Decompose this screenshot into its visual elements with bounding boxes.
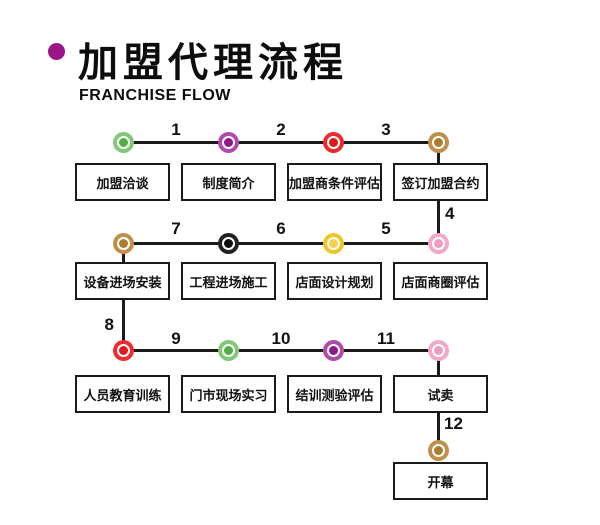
node-core [328,137,338,147]
flow-node-red-icon [322,131,344,153]
flow-box-3-4: 试卖 [393,375,488,413]
node-gap [326,236,340,250]
flow-box-final: 开幕 [393,462,488,500]
node-gap [326,343,340,357]
node-core [328,238,338,248]
node-gap [221,135,235,149]
node-gap [431,236,445,250]
node-core [433,345,443,355]
node-gap [431,135,445,149]
flow-node-yellow-icon [322,232,344,254]
flow-line-row-2 [123,241,438,245]
step-number-7: 7 [171,219,181,238]
node-core [433,238,443,248]
node-core [223,345,233,355]
node-core [433,445,443,455]
node-core [223,238,233,248]
step-number-10: 10 [271,329,291,348]
node-gap [116,343,130,357]
flow-box-2-4: 店面商圈评估 [393,262,488,300]
node-gap [116,236,130,250]
page-title: 加盟代理流程 [78,41,348,85]
step-number-3: 3 [381,120,391,139]
flow-node-purple-icon [322,339,344,361]
flow-box-2-3: 店面设计规划 [287,262,382,300]
flow-node-purple-icon [217,131,239,153]
step-number-6: 6 [276,219,286,238]
step-number-4: 4 [445,204,455,223]
node-gap [116,135,130,149]
node-core [118,345,128,355]
step-number-12: 12 [444,414,463,433]
flow-node-green-icon [217,339,239,361]
flow-line-row-1 [123,140,438,144]
node-gap [221,343,235,357]
flow-box-1-3: 加盟商条件评估 [287,163,382,201]
node-core [118,137,128,147]
step-number-5: 5 [381,219,391,238]
step-number-1: 1 [171,120,181,139]
flow-box-3-1: 人员教育训练 [75,375,170,413]
node-gap [326,135,340,149]
step-number-8: 8 [104,315,114,334]
flow-box-1-4: 签订加盟合约 [393,163,488,201]
flow-node-pink-icon [427,232,449,254]
flow-node-brown-icon [427,439,449,461]
step-number-9: 9 [171,329,181,348]
flow-box-3-3: 结训测验评估 [287,375,382,413]
page-subtitle: FRANCHISE FLOW [79,87,231,104]
flow-node-black-icon [217,232,239,254]
flow-box-2-2: 工程进场施工 [181,262,276,300]
flow-box-1-1: 加盟洽谈 [75,163,170,201]
flow-line-row-3 [123,348,438,352]
flow-node-brown-icon [112,232,134,254]
flow-node-red-icon [112,339,134,361]
node-core [118,238,128,248]
flow-box-3-2: 门市现场实习 [181,375,276,413]
title-bullet-icon [48,43,65,60]
node-core [433,137,443,147]
node-gap [221,236,235,250]
flow-node-brown-icon [427,131,449,153]
step-number-11: 11 [377,329,395,348]
flow-node-pink-icon [427,339,449,361]
flow-box-1-2: 制度简介 [181,163,276,201]
node-gap [431,443,445,457]
node-core [223,137,233,147]
flow-box-2-1: 设备进场安装 [75,262,170,300]
step-number-2: 2 [276,120,286,139]
node-gap [431,343,445,357]
flow-node-green-icon [112,131,134,153]
node-core [328,345,338,355]
